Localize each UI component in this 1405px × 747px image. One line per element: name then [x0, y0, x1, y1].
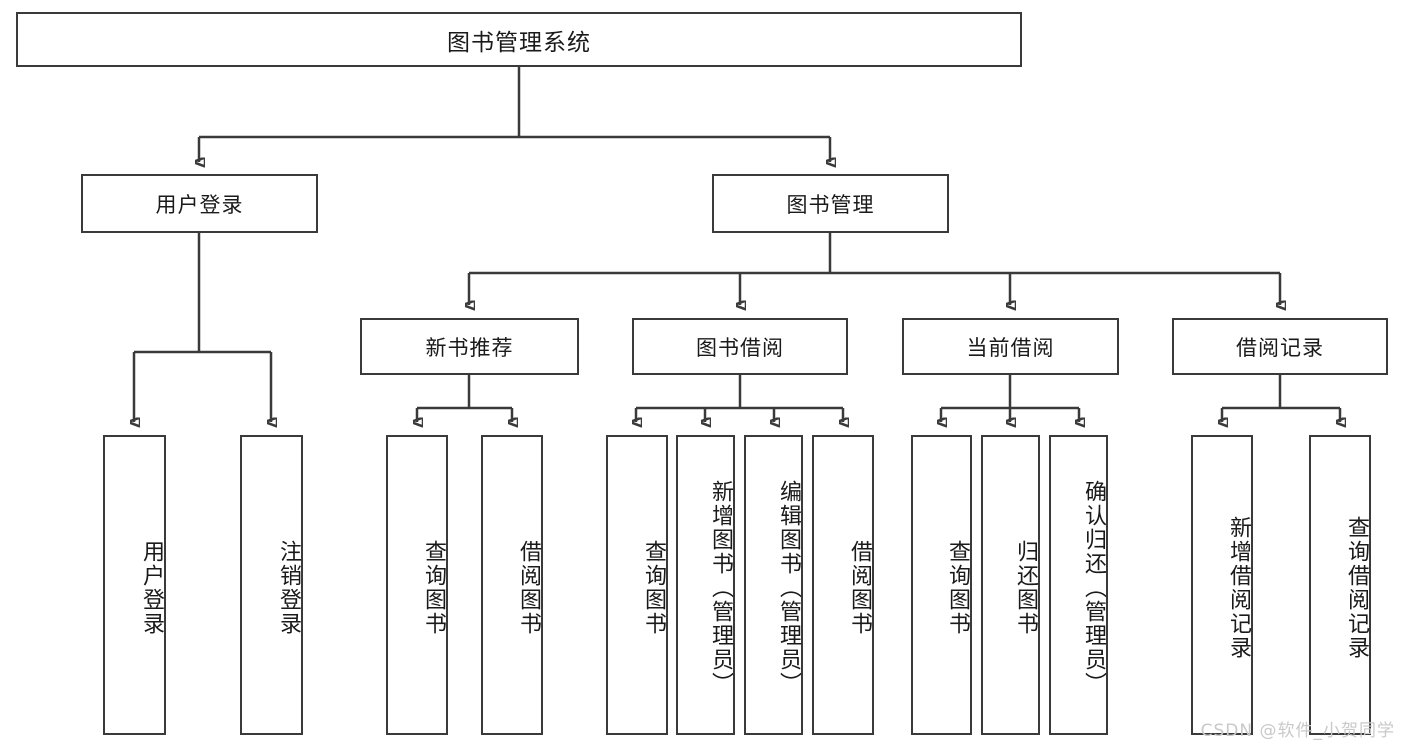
leaf-book-borrow-query[interactable]: 查询图书 — [606, 435, 668, 735]
node-label: 新增借阅记录 — [1226, 516, 1251, 660]
node-label: 归还图书 — [1013, 540, 1038, 636]
node-label: 查询借阅记录 — [1344, 516, 1369, 660]
node-label: 图书管理系统 — [447, 29, 591, 56]
watermark: CSDN @软件_小贺同学 — [1200, 721, 1395, 741]
node-borrow-record[interactable]: 借阅记录 — [1172, 318, 1388, 375]
node-book-management[interactable]: 图书管理 — [712, 174, 949, 233]
node-label: 借阅图书 — [847, 540, 872, 636]
node-label: 查询图书 — [421, 540, 446, 636]
leaf-current-borrow-confirm-return[interactable]: 确认归还（管理员） — [1049, 435, 1108, 735]
node-label: 借阅记录 — [1236, 335, 1324, 360]
leaf-new-book-borrow[interactable]: 借阅图书 — [481, 435, 543, 735]
node-label: 图书管理 — [786, 192, 875, 217]
node-label: 编辑图书（管理员） — [776, 480, 801, 696]
leaf-book-borrow-add[interactable]: 新增图书（管理员） — [676, 435, 735, 735]
leaf-book-borrow-edit[interactable]: 编辑图书（管理员） — [744, 435, 803, 735]
leaf-user-login-login[interactable]: 用户登录 — [103, 435, 166, 735]
node-root-system[interactable]: 图书管理系统 — [16, 12, 1022, 67]
leaf-borrow-record-query[interactable]: 查询借阅记录 — [1309, 435, 1371, 735]
node-book-borrow[interactable]: 图书借阅 — [632, 318, 848, 375]
node-label: 借阅图书 — [516, 540, 541, 636]
node-label: 确认归还（管理员） — [1081, 480, 1106, 696]
node-label: 查询图书 — [641, 540, 666, 636]
node-current-borrow[interactable]: 当前借阅 — [902, 318, 1119, 375]
node-new-book-recommend[interactable]: 新书推荐 — [360, 318, 579, 375]
node-label: 当前借阅 — [966, 335, 1055, 360]
node-label: 用户登录 — [139, 540, 164, 636]
node-label: 注销登录 — [276, 540, 301, 636]
leaf-new-book-query[interactable]: 查询图书 — [386, 435, 448, 735]
leaf-book-borrow-borrow[interactable]: 借阅图书 — [812, 435, 874, 735]
leaf-user-login-logout[interactable]: 注销登录 — [240, 435, 303, 735]
node-label: 查询图书 — [945, 540, 970, 636]
node-label: 用户登录 — [155, 192, 244, 217]
leaf-current-borrow-return[interactable]: 归还图书 — [981, 435, 1040, 735]
leaf-current-borrow-query[interactable]: 查询图书 — [911, 435, 972, 735]
node-label: 新书推荐 — [425, 335, 514, 360]
node-label: 新增图书（管理员） — [708, 480, 733, 696]
node-label: 图书借阅 — [696, 335, 784, 360]
node-user-login[interactable]: 用户登录 — [81, 174, 318, 233]
leaf-borrow-record-add[interactable]: 新增借阅记录 — [1191, 435, 1253, 735]
